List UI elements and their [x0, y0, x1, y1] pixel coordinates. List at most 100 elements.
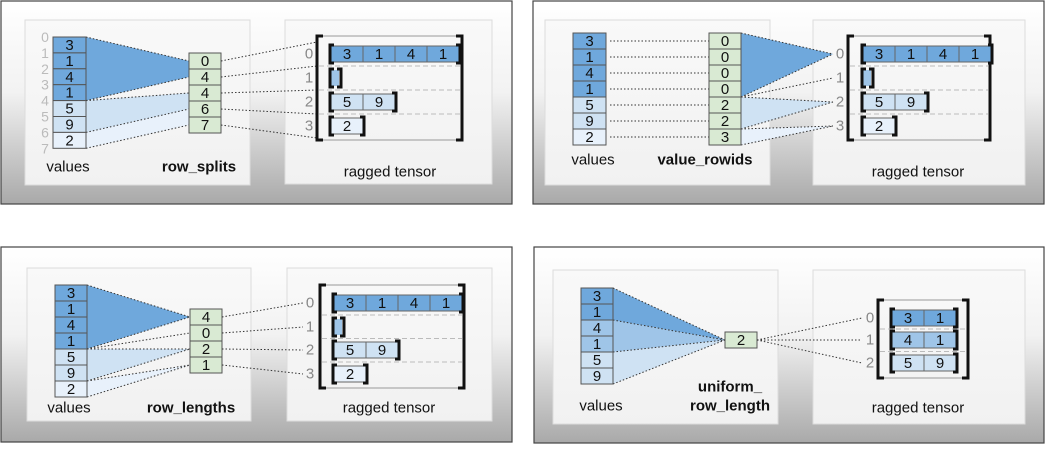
row-fan: [87, 285, 190, 349]
value-index-label: 1: [41, 45, 49, 61]
values-value: 9: [65, 116, 73, 133]
values-cell: [580, 367, 614, 385]
row-index-label: 2: [305, 94, 313, 111]
values-value: 4: [593, 320, 601, 337]
values-value: 1: [593, 304, 601, 321]
values-value: 1: [67, 301, 75, 318]
row-index-label: 1: [866, 332, 874, 349]
values-value: 3: [67, 285, 75, 302]
tensor-label: ragged tensor: [872, 400, 965, 417]
values-value: 1: [67, 333, 75, 350]
connector-line: [612, 339, 726, 353]
row-right-bracket: [953, 352, 959, 374]
connector-line: [221, 326, 304, 334]
row-index-label: 2: [836, 94, 844, 111]
value-index-label: 3: [41, 77, 49, 93]
outer-right-bracket: [458, 283, 466, 390]
row-index-label: 2: [866, 355, 874, 372]
values-value: 5: [67, 349, 75, 366]
values-label: values: [46, 159, 89, 176]
row-right-bracket: [924, 91, 930, 113]
row-cell-value: 3: [875, 46, 883, 63]
outer-right-bracket: [962, 298, 970, 380]
row-cell-value: 1: [375, 46, 383, 63]
row-left-bracket: [328, 43, 334, 65]
row-index-label: 0: [305, 46, 313, 63]
row-splits-value: 4: [201, 69, 209, 86]
row-right-bracket: [395, 339, 401, 361]
row-cell-value: 3: [346, 295, 354, 312]
row-left-bracket: [860, 67, 866, 89]
index-label: uniform_: [698, 379, 763, 396]
connector-line: [756, 339, 863, 364]
values-cell: [54, 380, 88, 398]
connector-line: [221, 348, 304, 351]
connector-line: [740, 53, 834, 98]
connector-line: [612, 319, 726, 341]
row-cell-value: 4: [939, 46, 947, 63]
values-value: 4: [65, 69, 73, 86]
values-value: 9: [585, 113, 593, 130]
row-index-label: 0: [306, 295, 314, 312]
values-value: 3: [65, 37, 73, 54]
row-cell-value: 1: [936, 310, 944, 327]
value-rowids-cell: [708, 128, 742, 146]
uniform-row-length-value: 2: [737, 332, 745, 349]
row-cell-value: 5: [875, 94, 883, 111]
values-value: 1: [65, 53, 73, 70]
outer-right-bracket: [984, 34, 992, 142]
value-rowids-value: 0: [721, 65, 729, 82]
connector-line: [220, 65, 318, 78]
row-right-bracket: [392, 91, 398, 113]
values-value: 9: [593, 368, 601, 385]
row-splits-value: 7: [201, 117, 209, 134]
values-cell: [52, 131, 87, 149]
row-left-bracket: [328, 67, 334, 89]
row-index-label: 1: [836, 70, 844, 87]
row-right-bracket: [363, 363, 369, 385]
values-value: 1: [585, 49, 593, 66]
row-left-bracket: [860, 43, 866, 65]
values-value: 4: [585, 65, 593, 82]
value-index-label: 0: [41, 29, 49, 45]
row-fan: [86, 93, 189, 133]
values-value: 3: [585, 33, 593, 50]
row-cell-value: 4: [410, 295, 418, 312]
ragged-row: 2: [331, 363, 369, 385]
row-cell-value: 3: [343, 46, 351, 63]
value-rowids-value: 0: [721, 33, 729, 50]
connector-line: [85, 36, 190, 62]
row-cell-value: 1: [439, 46, 447, 63]
values-value: 9: [67, 365, 75, 382]
value-rowids-value: 0: [721, 49, 729, 66]
row-left-bracket: [331, 363, 337, 385]
row-right-bracket: [869, 67, 875, 89]
connector-line: [612, 287, 726, 341]
row-left-bracket: [328, 115, 334, 137]
connector-line: [740, 125, 834, 146]
index-label: row_splits: [162, 159, 236, 176]
ragged-row: [860, 67, 875, 89]
row-cell-value: 1: [907, 46, 915, 63]
row-left-bracket: [331, 292, 337, 314]
row-fan: [741, 97, 833, 129]
value-index-label: 5: [41, 109, 49, 125]
row-cell-value: 2: [875, 118, 883, 135]
value-rowids-value: 2: [721, 97, 729, 114]
row-left-bracket: [328, 91, 334, 113]
index-label: row_lengths: [147, 400, 235, 417]
values-value: 1: [65, 85, 73, 102]
tensor-label: ragged tensor: [344, 164, 437, 181]
row-lengths-value: 1: [202, 357, 210, 374]
connector-line: [85, 76, 190, 102]
outer-left-bracket: [846, 34, 854, 142]
row-left-bracket: [889, 307, 895, 329]
empty-row-cell: [334, 319, 342, 335]
ragged-row: [331, 316, 346, 338]
